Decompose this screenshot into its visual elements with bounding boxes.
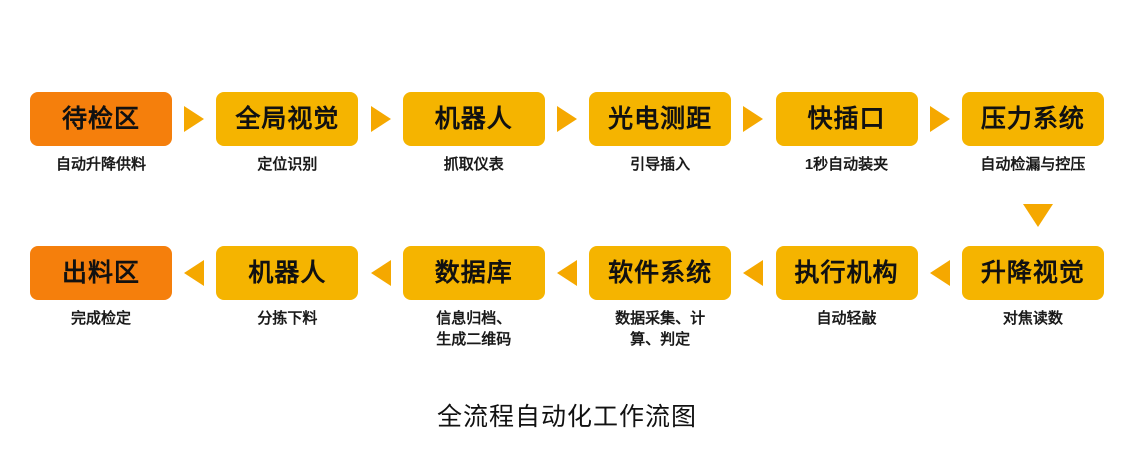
flow-node-caption: 对焦读数 — [1002, 310, 1063, 327]
flow-node-box[interactable]: 快插口 — [775, 92, 918, 146]
flow-node-title: 数据库 — [434, 258, 513, 287]
arrow-down-icon — [1021, 196, 1055, 234]
flow-node-box[interactable]: 待检区 — [30, 92, 172, 146]
flow-node-box[interactable]: 机器人 — [216, 246, 359, 300]
flow-node-caption: 1秒自动装夹 — [804, 156, 889, 173]
flow-node-caption: 自动升降供料 — [55, 156, 146, 173]
arrow-left-icon — [179, 246, 209, 300]
flow-node-caption: 数据采集、计 算、判定 — [615, 310, 706, 348]
arrow-right-icon — [738, 92, 768, 146]
arrow-right-icon — [925, 92, 955, 146]
flow-node-title: 升降视觉 — [980, 258, 1085, 287]
diagram-title: 全流程自动化工作流图 — [436, 404, 697, 431]
flow-node-daijianqu[interactable]: 待检区 自动升降供料 — [30, 92, 172, 176]
flow-node-zhixingjigou[interactable]: 执行机构 自动轻敲 — [775, 246, 918, 330]
flow-node-caption: 完成检定 — [70, 310, 131, 327]
arrow-right-icon — [366, 92, 396, 146]
flow-node-jiqiren-bottom[interactable]: 机器人 分拣下料 — [216, 246, 359, 330]
flow-node-quanjushijue[interactable]: 全局视觉 定位识别 — [216, 92, 359, 176]
flow-node-title: 待检区 — [61, 104, 140, 133]
flow-node-guangdianceju[interactable]: 光电测距 引导插入 — [589, 92, 732, 176]
flow-node-box[interactable]: 数据库 — [402, 246, 545, 300]
flow-node-box[interactable]: 执行机构 — [775, 246, 918, 300]
flow-node-title: 软件系统 — [608, 258, 713, 287]
flow-node-box[interactable]: 出料区 — [30, 246, 172, 300]
flow-node-title: 快插口 — [807, 104, 886, 133]
flow-node-caption: 自动检漏与控压 — [980, 156, 1086, 173]
flow-node-caption: 自动轻敲 — [816, 310, 877, 327]
arrow-left-icon — [925, 246, 955, 300]
flow-node-jiqiren-top[interactable]: 机器人 抓取仪表 — [402, 92, 545, 176]
flow-node-box[interactable]: 压力系统 — [961, 92, 1104, 146]
flow-node-ruanjianxitong[interactable]: 软件系统 数据采集、计 算、判定 — [589, 246, 732, 350]
flow-node-box[interactable]: 升降视觉 — [961, 246, 1104, 300]
flow-node-shujuku[interactable]: 数据库 信息归档、 生成二维码 — [402, 246, 545, 350]
flow-node-caption: 分拣下料 — [257, 310, 318, 327]
flow-node-chuliaoqu[interactable]: 出料区 完成检定 — [30, 246, 172, 330]
flow-row-bottom: 出料区 完成检定 机器人 分拣下料 数据库 信息归档、 生成二维码 软件系统 数… — [30, 246, 1104, 350]
arrow-left-icon — [552, 246, 582, 300]
flow-node-shengjiangshijue[interactable]: 升降视觉 对焦读数 — [961, 246, 1104, 330]
arrow-right-icon — [179, 92, 209, 146]
arrow-left-icon — [366, 246, 396, 300]
flow-node-title: 机器人 — [434, 104, 513, 133]
flow-row-top: 待检区 自动升降供料 全局视觉 定位识别 机器人 抓取仪表 光电测距 引导插入 — [30, 92, 1104, 176]
flow-node-title: 出料区 — [61, 258, 140, 287]
flow-node-caption: 抓取仪表 — [443, 156, 504, 173]
flow-node-box[interactable]: 软件系统 — [589, 246, 732, 300]
flow-node-title: 机器人 — [248, 258, 327, 287]
flow-node-title: 压力系统 — [980, 104, 1085, 133]
flow-node-title: 全局视觉 — [235, 104, 340, 133]
flow-node-box[interactable]: 机器人 — [402, 92, 545, 146]
flow-node-caption: 引导插入 — [630, 156, 691, 173]
arrow-left-icon — [738, 246, 768, 300]
flow-node-caption: 定位识别 — [257, 156, 318, 173]
flow-node-yalixitong[interactable]: 压力系统 自动检漏与控压 — [961, 92, 1104, 176]
flow-node-box[interactable]: 光电测距 — [589, 92, 732, 146]
flow-node-title: 执行机构 — [794, 258, 899, 287]
flow-node-title: 光电测距 — [608, 104, 713, 133]
flow-node-kuachakou[interactable]: 快插口 1秒自动装夹 — [775, 92, 918, 176]
arrow-right-icon — [552, 92, 582, 146]
flow-node-caption: 信息归档、 生成二维码 — [436, 310, 512, 348]
flow-node-box[interactable]: 全局视觉 — [216, 92, 359, 146]
